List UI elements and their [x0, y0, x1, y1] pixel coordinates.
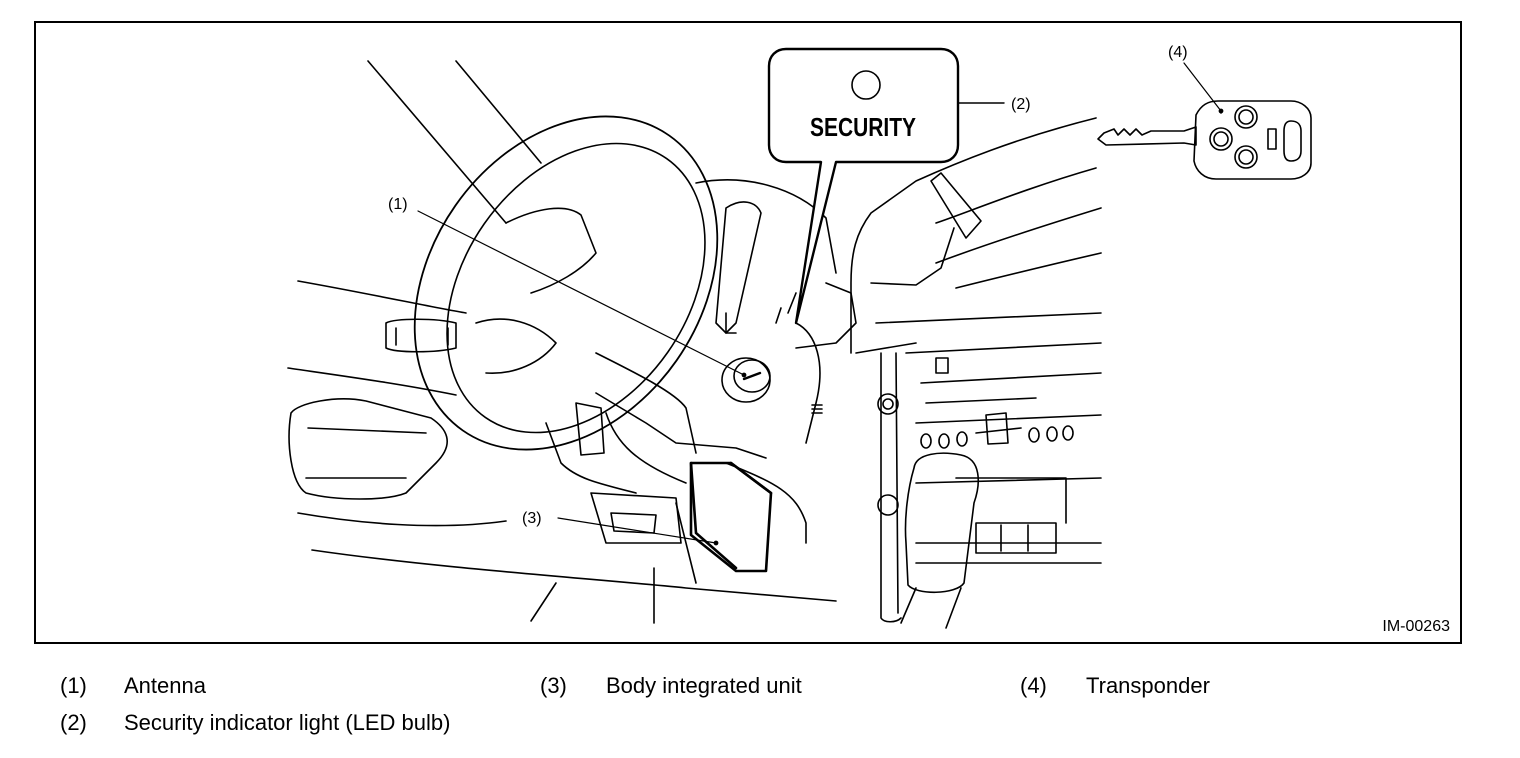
- steering-wheel: [413, 115, 857, 584]
- callout-3: (3): [522, 510, 542, 527]
- callout-1: (1): [388, 196, 408, 213]
- security-indicator-balloon: [767, 47, 1005, 325]
- dashboard-illustration: SECURITY (1) (2) (3) (4): [287, 44, 1312, 629]
- body-integrated-unit-box: [689, 461, 773, 573]
- legend-label: Transponder: [1086, 673, 1210, 698]
- transponder-key: [1097, 100, 1312, 180]
- gear-shifter: [900, 452, 979, 629]
- callout-4: (4): [1168, 44, 1188, 61]
- figure-code: IM-00263: [1382, 618, 1450, 635]
- dashboard-outline: [287, 117, 1102, 624]
- callout-2: (2): [1011, 96, 1031, 113]
- antenna-ignition: [721, 357, 771, 403]
- windshield-lines: [367, 60, 542, 224]
- legend-number: (2): [60, 710, 87, 735]
- legend-label: Security indicator light (LED bulb): [124, 710, 451, 735]
- leader-lines: [417, 62, 1224, 546]
- unit-wire: [725, 462, 807, 544]
- legend-number: (3): [540, 673, 567, 698]
- diagram-figure: SECURITY (1) (2) (3) (4) IM-00263: [34, 21, 1462, 644]
- legend-label: Body integrated unit: [606, 673, 802, 698]
- climate-controls: [811, 393, 1074, 516]
- legend-number: (1): [60, 673, 87, 698]
- legend-number: (4): [1020, 673, 1047, 698]
- security-indicator-text: SECURITY: [810, 112, 916, 142]
- legend-label: Antenna: [124, 673, 206, 698]
